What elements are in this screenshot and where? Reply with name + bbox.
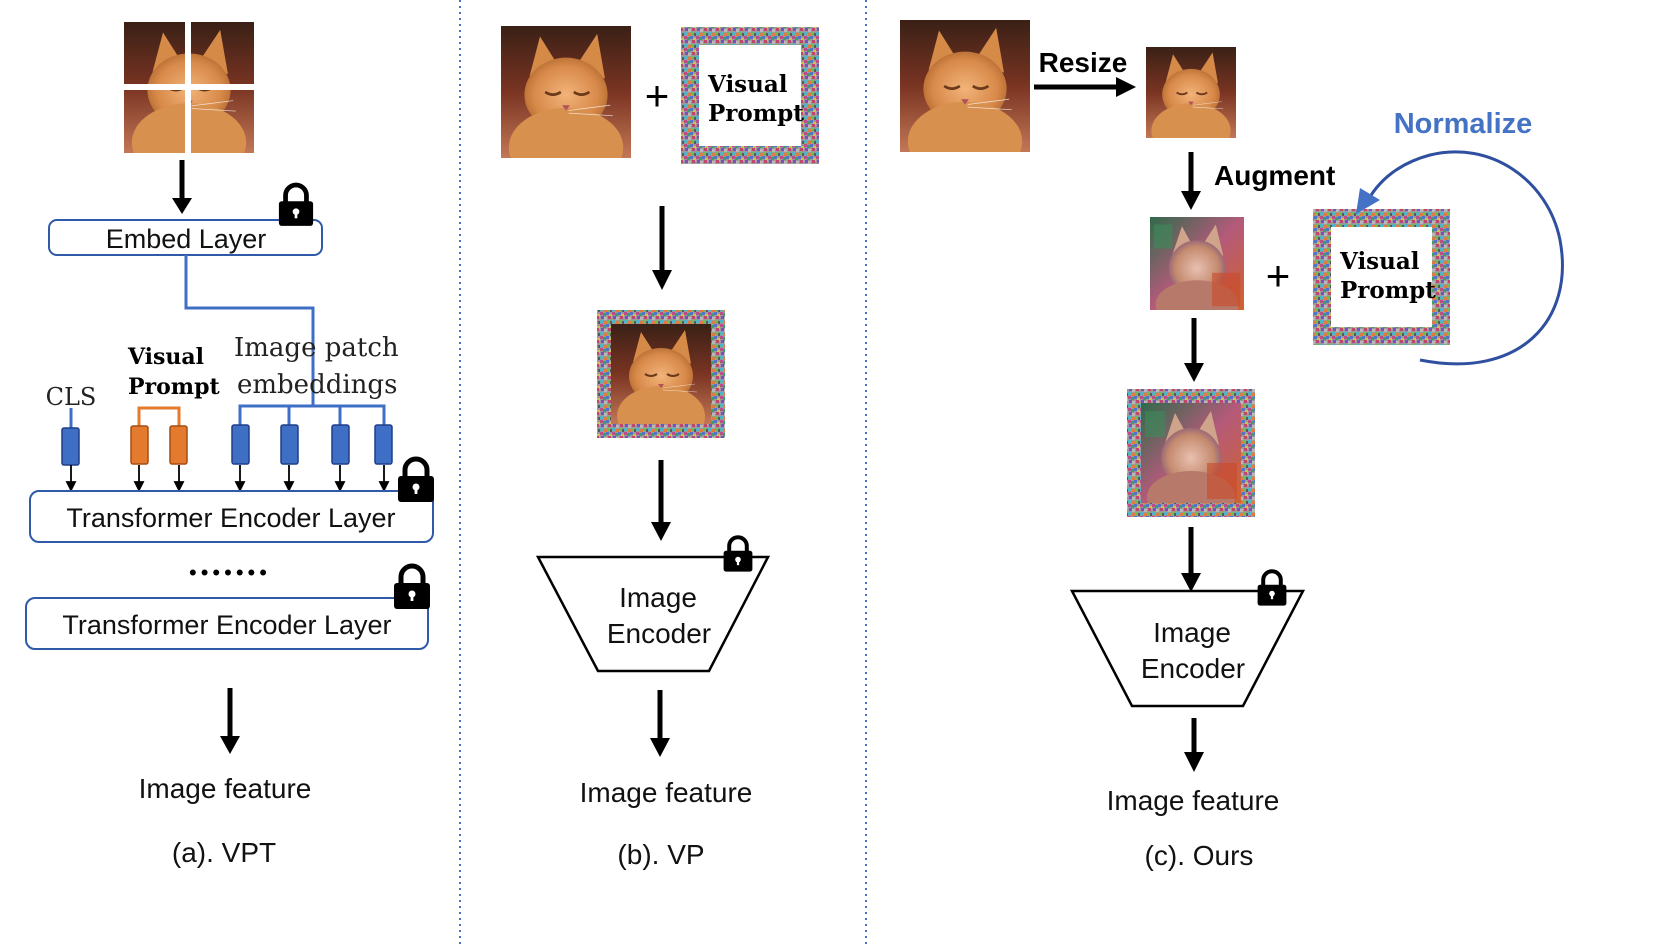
patch-bracket bbox=[238, 404, 386, 426]
augmented-cat-image bbox=[1150, 217, 1244, 329]
caption-ours: (c). Ours bbox=[1145, 840, 1254, 871]
transformer-encoder-layer-2-box bbox=[25, 597, 429, 650]
normalize-label: Normalize bbox=[1394, 108, 1533, 140]
caption-vp: (b). VP bbox=[617, 839, 704, 870]
image-feature-label: Image feature bbox=[580, 777, 753, 808]
patch-token-1 bbox=[231, 424, 250, 465]
token-arrows bbox=[65, 465, 390, 493]
lock-icon bbox=[398, 459, 434, 502]
ellipsis-dots: ••••••• bbox=[189, 560, 271, 585]
normalize-arrowhead bbox=[1356, 188, 1380, 214]
visual-prompt-label-line2: Prompt bbox=[128, 374, 220, 400]
prompt-label-line1: Visual bbox=[1339, 248, 1420, 275]
plus-sign: + bbox=[1266, 252, 1291, 299]
cat-image-large bbox=[900, 20, 1030, 181]
arrowhead-to-embed bbox=[172, 198, 192, 214]
image-feature-label: Image feature bbox=[1107, 785, 1280, 816]
cat-image bbox=[501, 26, 631, 187]
resize-label: Resize bbox=[1039, 47, 1128, 78]
normalize-loop-arrow bbox=[1364, 150, 1564, 366]
patch-token-4 bbox=[374, 424, 393, 465]
transformer-encoder-layer-2-label: Transformer Encoder Layer bbox=[62, 610, 391, 640]
panel-vpt: Embed Layer CLS Visual Prompt Image patc… bbox=[25, 22, 434, 868]
image-encoder-trapezoid bbox=[535, 555, 771, 673]
transformer-encoder-layer-1-label: Transformer Encoder Layer bbox=[66, 503, 395, 533]
prompt-bracket bbox=[137, 406, 181, 428]
plus-sign: + bbox=[645, 72, 670, 119]
patch-token-3 bbox=[331, 424, 350, 465]
lock-icon bbox=[279, 185, 313, 226]
visual-prompt-frame bbox=[681, 27, 819, 164]
lock-icon bbox=[394, 566, 430, 609]
image-encoder-label-line1: Image bbox=[1153, 617, 1231, 648]
visual-prompt-label-line1: Visual bbox=[127, 344, 204, 370]
cat-image-small bbox=[1146, 47, 1236, 158]
panel-ours: Resize Normalize Augment + Visual Prompt… bbox=[900, 20, 1564, 871]
prompted-augmented-image bbox=[1127, 389, 1255, 517]
lock-icon bbox=[724, 537, 753, 571]
panel-vp: + Visual Prompt Image Encoder Image feat… bbox=[501, 26, 819, 870]
augment-label: Augment bbox=[1214, 160, 1335, 191]
prompt-label-line1: Visual bbox=[707, 71, 788, 98]
image-feature-label: Image feature bbox=[139, 773, 312, 804]
patch-label-line1: Image patch bbox=[234, 333, 399, 363]
prompt-token-2 bbox=[169, 425, 188, 465]
cls-label: CLS bbox=[46, 383, 97, 411]
patched-cat-image bbox=[124, 22, 254, 153]
cls-token bbox=[61, 427, 80, 466]
prompt-token-1 bbox=[130, 425, 149, 465]
prompt-label-line2: Prompt bbox=[1340, 277, 1436, 304]
transformer-encoder-layer-1-box bbox=[29, 490, 434, 543]
caption-vpt: (a). VPT bbox=[172, 837, 276, 868]
embed-to-patches-connector bbox=[184, 255, 315, 406]
image-encoder-label-line2: Encoder bbox=[607, 618, 711, 649]
prompted-cat-image bbox=[597, 310, 725, 438]
visual-prompt-frame bbox=[1313, 209, 1450, 345]
image-encoder-label-line1: Image bbox=[619, 582, 697, 613]
image-encoder-label-line2: Encoder bbox=[1141, 653, 1245, 684]
patch-label-line2: embeddings bbox=[237, 370, 397, 400]
prompt-label-line2: Prompt bbox=[708, 100, 804, 127]
image-encoder-trapezoid bbox=[1069, 589, 1306, 708]
patch-token-2 bbox=[280, 424, 299, 465]
embed-layer-label: Embed Layer bbox=[106, 224, 267, 254]
lock-icon bbox=[1258, 571, 1287, 605]
